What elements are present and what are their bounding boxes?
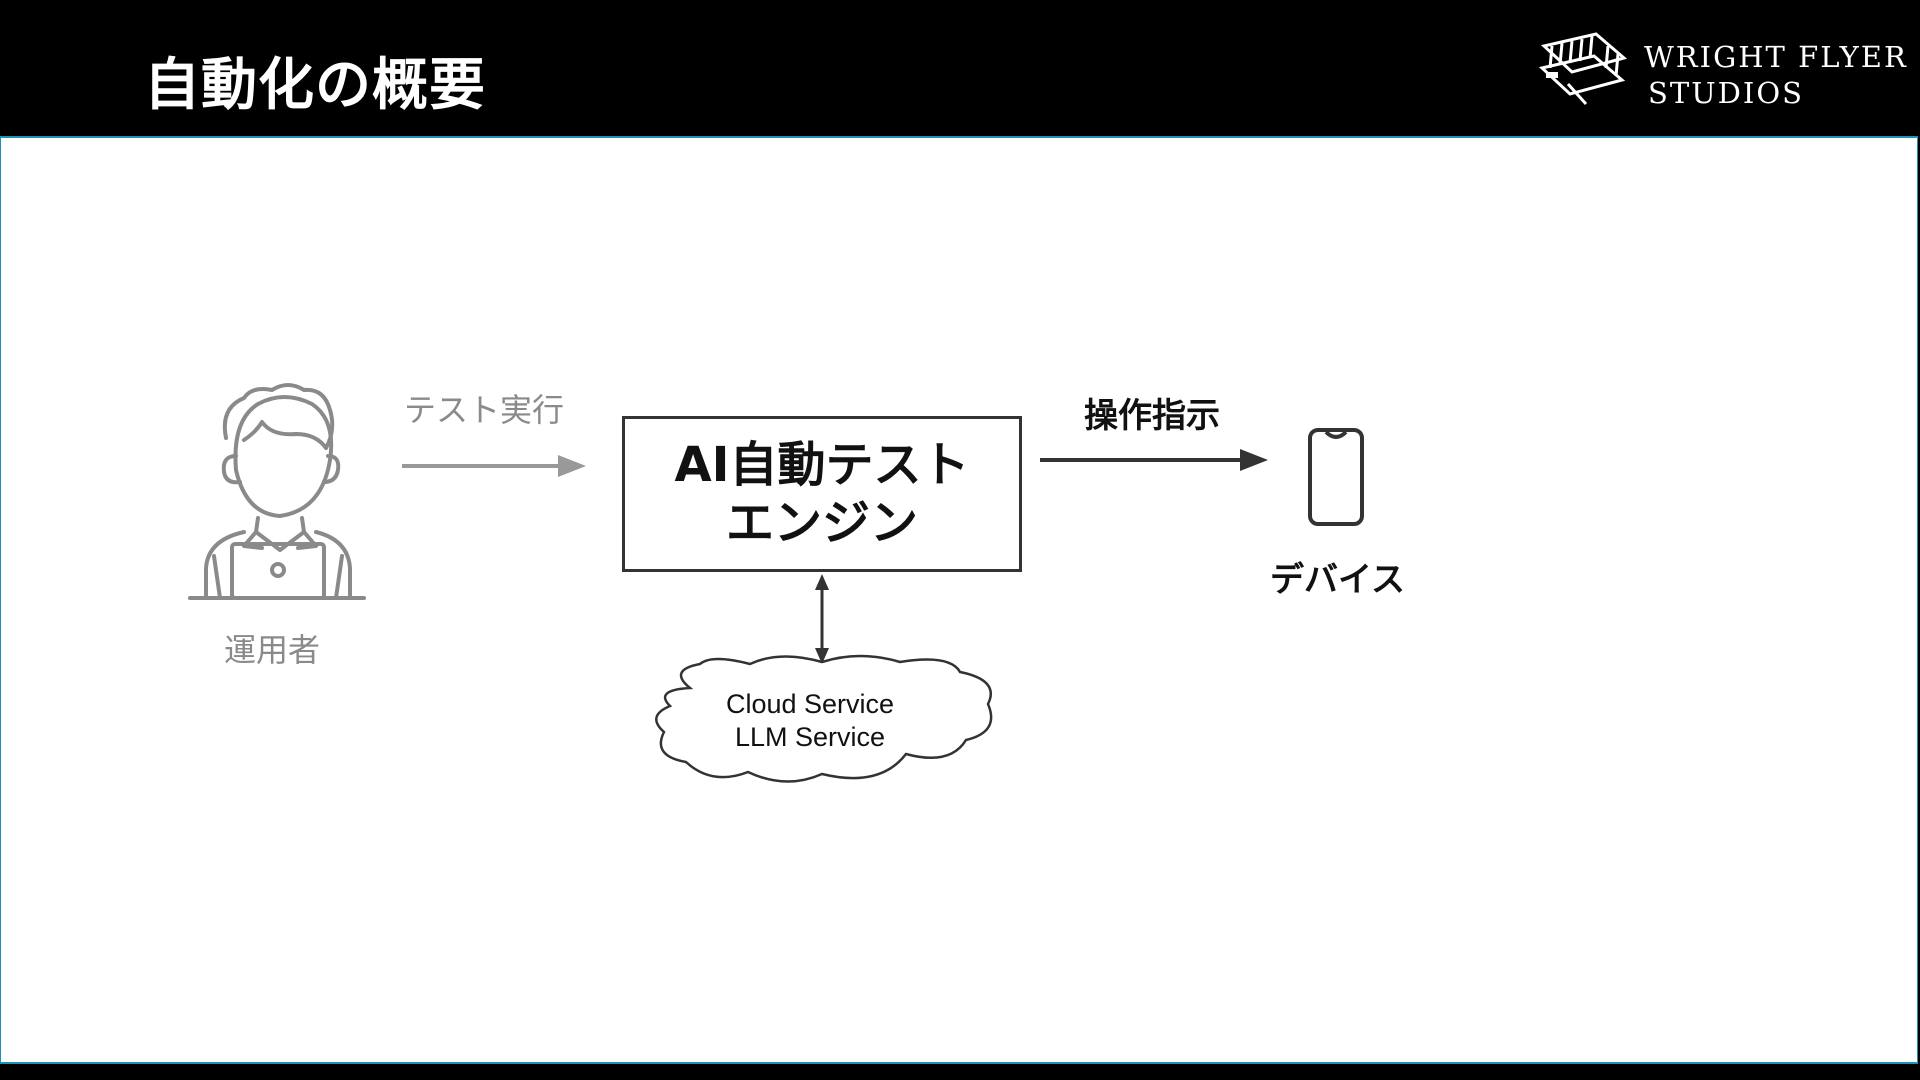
op-instruction-label: 操作指示 [1084,396,1220,436]
engine-label-line2: エンジン [725,495,918,551]
smartphone-icon [1308,428,1364,526]
test-exec-arrow [402,455,586,477]
cloud-label-line2: LLM Service [734,722,886,752]
company-logo: WRIGHT FLYER STUDIOS [1538,28,1906,110]
header-bar: 自動化の概要 WRIGHT FLYER STUDIOS [0,0,1920,136]
op-instruction-arrow [1040,449,1268,471]
person-at-laptop-icon [188,383,366,600]
operator-label: 運用者 [224,631,321,669]
device-label: デバイス [1270,560,1405,600]
footer-bar [0,1064,1920,1080]
cloud-icon [655,654,993,783]
test-exec-label: テスト実行 [404,391,565,429]
ai-test-engine-box: AI自動テスト エンジン [622,416,1022,572]
biplane-logo-icon [1538,32,1628,106]
cloud-service-text: Cloud Service LLM Service [680,688,940,754]
cloud-label-line1: Cloud Service [725,689,895,719]
slide-title: 自動化の概要 [144,53,486,118]
logo-text-line2: STUDIOS [1648,76,1804,110]
logo-text-line1: WRIGHT FLYER [1644,40,1908,74]
engine-cloud-arrow [815,574,829,664]
engine-label-line1: AI自動テスト [674,437,970,493]
